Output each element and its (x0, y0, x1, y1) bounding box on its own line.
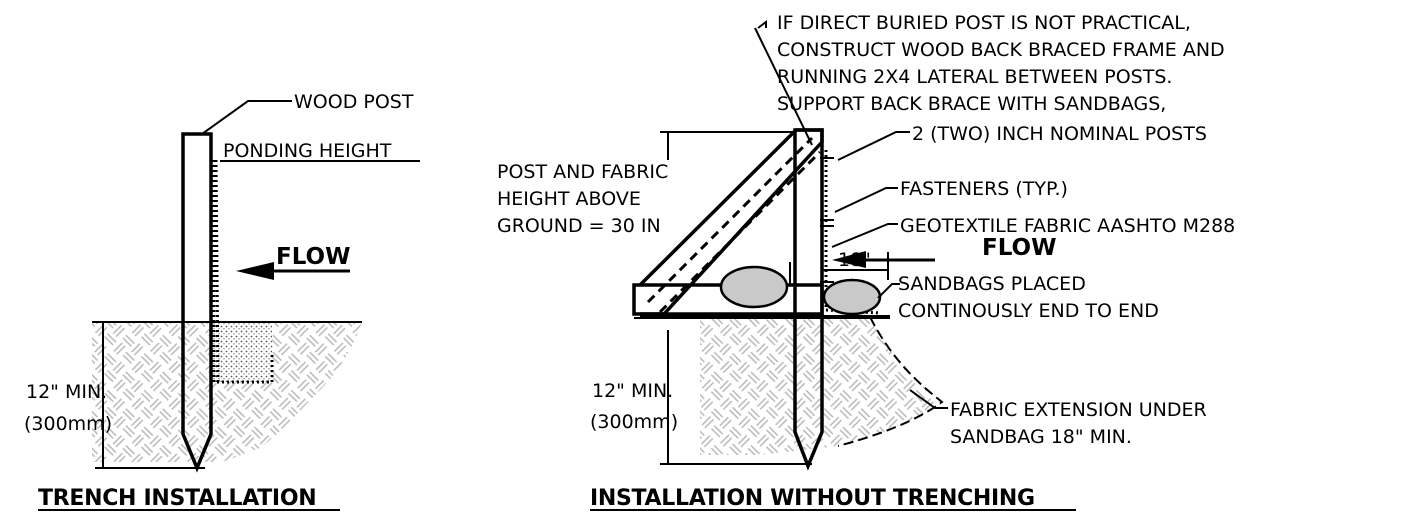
sandbag-right (822, 278, 882, 316)
no-trench-depth-label: 12" MIN. (592, 380, 673, 402)
trench-flow-arrow-icon (236, 262, 274, 280)
sandbags-leader (877, 283, 900, 299)
ponding-height-label: PONDING HEIGHT (223, 140, 392, 162)
geotextile-leader (831, 223, 898, 248)
trench-fabric (212, 160, 274, 384)
fasteners-label: FASTENERS (TYP.) (900, 178, 1068, 200)
trench-detail (92, 100, 420, 473)
fasteners-leader (834, 187, 898, 213)
no-trench-title: INSTALLATION WITHOUT TRENCHING (590, 486, 1035, 511)
posts-label: 2 (TWO) INCH NOMINAL POSTS (912, 123, 1207, 145)
trench-wood-post-leader (201, 100, 292, 135)
trench-soil-hatch (92, 322, 362, 462)
dimension-18-label: 18" (838, 249, 871, 271)
trench-wood-post (181, 132, 213, 473)
no-trench-depth-metric-label: (300mm) (590, 411, 678, 433)
posts-leader (837, 131, 910, 161)
no-trench-flow-arrow-icon (832, 251, 866, 268)
height-label-1: POST AND FABRIC (497, 161, 668, 183)
note-leader (754, 20, 813, 146)
height-label-2: HEIGHT ABOVE (497, 188, 641, 210)
extension-leader (909, 389, 948, 409)
height-label-3: GROUND = 30 IN (497, 215, 661, 237)
note-line-1: IF DIRECT BURIED POST IS NOT PRACTICAL, (777, 12, 1191, 34)
wood-post-label: WOOD POST (294, 91, 414, 113)
geotextile-label: GEOTEXTILE FABRIC AASHTO M288 (900, 215, 1235, 237)
no-trench-detail (632, 20, 948, 471)
trench-depth-label: 12" MIN. (26, 381, 107, 403)
note-line-2: CONSTRUCT WOOD BACK BRACED FRAME AND (777, 39, 1225, 61)
no-trench-flow-label: FLOW (982, 235, 1056, 261)
extension-label-1: FABRIC EXTENSION UNDER (950, 399, 1207, 421)
note-line-3: RUNNING 2X4 LATERAL BETWEEN POSTS. (777, 66, 1172, 88)
trench-fabric-edge (214, 159, 220, 383)
note-line-4: SUPPORT BACK BRACE WITH SANDBAGS, (777, 93, 1166, 115)
trench-flow-label: FLOW (276, 244, 350, 270)
soil-edge (837, 316, 944, 447)
trench-title: TRENCH INSTALLATION (38, 486, 316, 511)
sandbag-left (719, 265, 789, 309)
sandbags-label-1: SANDBAGS PLACED (898, 273, 1086, 295)
sandbags-label-2: CONTINOUSLY END TO END (898, 300, 1159, 322)
trench-backfill (212, 322, 272, 382)
trench-depth-metric-label: (300mm) (24, 413, 112, 435)
no-trench-post (793, 128, 824, 471)
brace-hidden-line (646, 136, 814, 304)
extension-label-2: SANDBAG 18" MIN. (950, 426, 1132, 448)
